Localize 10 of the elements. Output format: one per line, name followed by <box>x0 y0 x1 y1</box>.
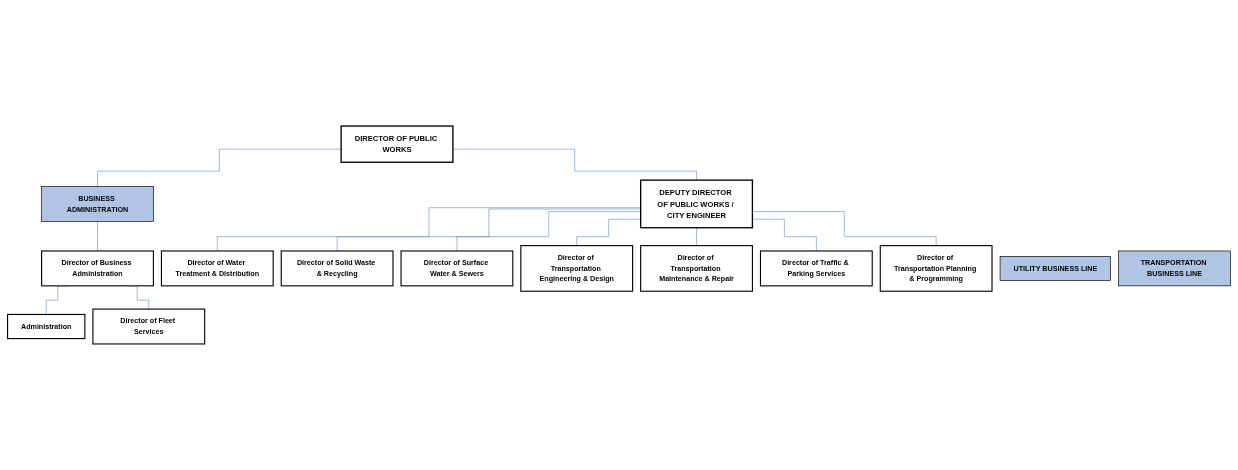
connector <box>97 221 98 252</box>
connector <box>752 218 817 252</box>
connector <box>696 227 697 246</box>
connector <box>752 211 937 246</box>
connector <box>576 218 641 246</box>
connector <box>456 211 641 252</box>
connector <box>97 148 342 187</box>
connector <box>452 148 697 181</box>
connector <box>217 207 641 252</box>
connector <box>336 208 641 252</box>
